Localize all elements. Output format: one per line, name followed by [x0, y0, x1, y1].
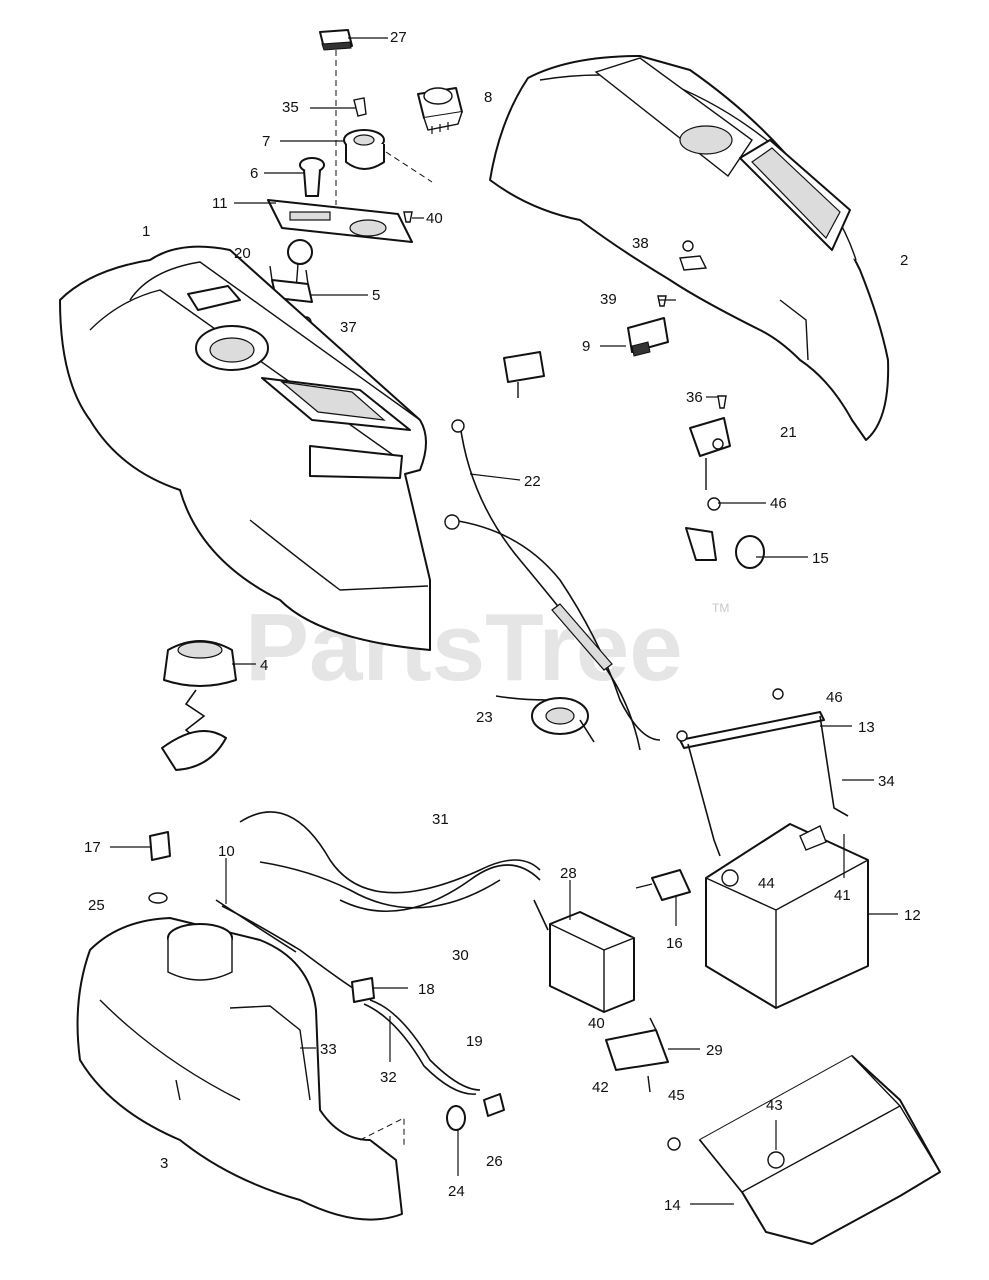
- callout-34: 34: [878, 773, 895, 790]
- callout-40-b: 40: [588, 1015, 605, 1032]
- callout-18: 18: [418, 981, 435, 998]
- callout-24: 24: [448, 1183, 465, 1200]
- callout-21: 21: [780, 424, 797, 441]
- callout-45: 45: [668, 1087, 685, 1104]
- callout-1: 1: [142, 223, 150, 240]
- part-11-panel-plate: [267, 199, 413, 243]
- part-15-boot: [685, 527, 765, 569]
- part-40-screw: [403, 211, 413, 223]
- callout-12: 12: [904, 907, 921, 924]
- part-1-console-fender: [59, 245, 431, 651]
- callout-9: 9: [582, 338, 590, 355]
- part-28-canister: [533, 899, 635, 1013]
- part-10-fuel-hose: [215, 899, 357, 991]
- callout-36: 36: [686, 389, 703, 406]
- callout-28: 28: [560, 865, 577, 882]
- callout-26: 26: [486, 1153, 503, 1170]
- callout-44: 44: [758, 875, 775, 892]
- callout-7: 7: [262, 133, 270, 150]
- part-18-clamp: [351, 977, 375, 1003]
- callout-46: 46: [770, 495, 787, 512]
- callout-32: 32: [380, 1069, 397, 1086]
- part-8-ignition-switch: [417, 87, 463, 134]
- callout-2: 2: [900, 252, 908, 269]
- part-14-battery-tray: [667, 1055, 941, 1245]
- part-32-fuel-hose: [363, 999, 481, 1095]
- callout-10: 10: [218, 843, 235, 860]
- callout-41: 41: [834, 887, 851, 904]
- callout-33: 33: [320, 1041, 337, 1058]
- callout-46-b: 46: [826, 689, 843, 706]
- part-21-seat-switch: [689, 417, 731, 490]
- callout-14: 14: [664, 1197, 681, 1214]
- callout-30: 30: [452, 947, 469, 964]
- part-35-clip: [353, 97, 367, 117]
- watermark-trademark: TM: [712, 601, 729, 615]
- callout-43: 43: [766, 1097, 783, 1114]
- leader-lines: [110, 37, 898, 1205]
- callout-27: 27: [390, 29, 407, 46]
- callout-3: 3: [160, 1155, 168, 1172]
- callout-40: 40: [426, 210, 443, 227]
- callout-29: 29: [706, 1042, 723, 1059]
- dashed-guide-7: [385, 151, 433, 183]
- part-22-wire-harness: [444, 419, 661, 751]
- part-4-fuel-cap: [161, 640, 237, 771]
- callout-42: 42: [592, 1079, 609, 1096]
- callout-35: 35: [282, 99, 299, 116]
- part-24-grommet: [446, 1105, 466, 1131]
- part-9-relay: [627, 317, 669, 357]
- callout-20: 20: [234, 245, 251, 262]
- callout-25: 25: [88, 897, 105, 914]
- callout-38: 38: [632, 235, 649, 252]
- part-16-terminal-boot: [635, 869, 691, 901]
- part-39-screw: [657, 295, 667, 307]
- part-38-bracket: [679, 240, 708, 271]
- part-36-screw: [717, 395, 727, 409]
- callout-15: 15: [812, 550, 829, 567]
- callout-17: 17: [84, 839, 101, 856]
- connector-block: [503, 351, 545, 398]
- part-13-hold-down-rod: [676, 688, 849, 857]
- callout-6: 6: [250, 165, 258, 182]
- callout-11: 11: [212, 195, 228, 212]
- part-6-knob: [299, 157, 325, 197]
- part-25-grommet: [148, 892, 168, 904]
- callout-23: 23: [476, 709, 493, 726]
- part-29-bracket: [605, 1017, 669, 1093]
- part-23-solenoid: [495, 695, 595, 743]
- callout-8: 8: [484, 89, 492, 106]
- part-17-fitting: [149, 831, 171, 861]
- callout-31: 31: [432, 811, 449, 828]
- callout-39: 39: [600, 291, 617, 308]
- part-31-fuel-lines: [239, 811, 541, 913]
- part-46-nut: [707, 497, 721, 511]
- callout-19: 19: [466, 1033, 483, 1050]
- callout-22: 22: [524, 473, 541, 490]
- part-26-fitting: [483, 1093, 505, 1117]
- part-3-fuel-tank: [76, 917, 403, 1221]
- callout-4: 4: [260, 657, 268, 674]
- part-12-battery: [705, 823, 869, 1009]
- callout-5: 5: [372, 287, 380, 304]
- callout-37: 37: [340, 319, 357, 336]
- callout-16: 16: [666, 935, 683, 952]
- callout-labels: 27 8 35 7 6 11 40 1 20 5 37 38 2 39 9 36…: [84, 29, 921, 1214]
- part-7-key-switch: [343, 129, 385, 170]
- part-27-switch-cap: [319, 29, 353, 51]
- callout-13: 13: [858, 719, 875, 736]
